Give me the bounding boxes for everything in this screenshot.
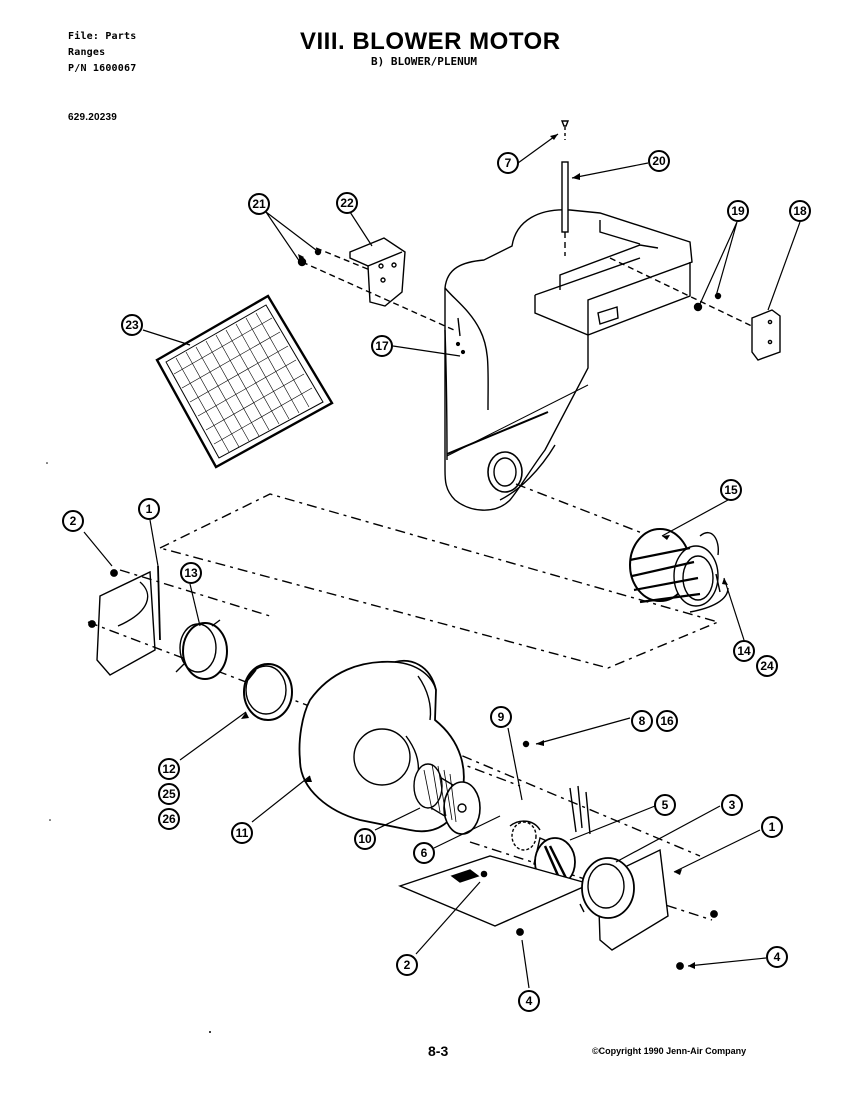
callout-15: 15	[720, 479, 742, 501]
leader-lines	[83, 133, 801, 989]
callout-10: 10	[354, 828, 376, 850]
callout-4-right: 4	[518, 990, 540, 1012]
callout-6: 6	[413, 842, 435, 864]
callout-19: 19	[727, 200, 749, 222]
category-line: Ranges	[68, 47, 106, 58]
right-end-bracket	[516, 848, 718, 970]
file-line: File: Parts	[68, 31, 137, 42]
blower-wheel	[413, 763, 481, 835]
side-bracket	[751, 309, 781, 361]
left-end-bracket	[88, 565, 161, 676]
callout-17: 17	[371, 335, 393, 357]
callout-20: 20	[648, 150, 670, 172]
callout-7: 7	[497, 152, 519, 174]
callout-16: 16	[656, 710, 678, 732]
callout-24: 24	[756, 655, 778, 677]
part-number-line: P/N 1600067	[68, 63, 137, 74]
mounting-bracket	[349, 237, 406, 307]
callout-2-right: 4	[766, 946, 788, 968]
callout-25: 25	[158, 783, 180, 805]
callout-1-left: 1	[138, 498, 160, 520]
collar-ring	[175, 619, 228, 680]
callout-4-left: 2	[396, 954, 418, 976]
callout-18: 18	[789, 200, 811, 222]
page-number: 8-3	[428, 1043, 449, 1059]
callout-14: 14	[733, 640, 755, 662]
callout-21: 21	[248, 193, 270, 215]
callout-11: 11	[231, 822, 253, 844]
callout-23: 23	[121, 314, 143, 336]
page-title: VIII. BLOWER MOTOR	[300, 28, 561, 55]
copyright-notice: ©Copyright 1990 Jenn-Air Company	[592, 1046, 747, 1056]
callout-8: 8	[631, 710, 653, 732]
callout-5: 5	[654, 794, 676, 816]
damper-assembly	[629, 528, 729, 613]
clamp-band	[243, 663, 293, 721]
callout-2-left: 2	[62, 510, 84, 532]
callout-3: 3	[721, 794, 743, 816]
callout-12: 12	[158, 758, 180, 780]
plenum-housing	[444, 209, 693, 511]
callout-13: 13	[180, 562, 202, 584]
callout-26: 26	[158, 808, 180, 830]
screw-and-rod	[560, 120, 570, 256]
callout-22: 22	[336, 192, 358, 214]
screw-lines	[301, 247, 761, 331]
callout-9: 9	[490, 706, 512, 728]
callout-1-right: 1	[761, 816, 783, 838]
page-subtitle: B) BLOWER/PLENUM	[371, 55, 477, 68]
grease-filter	[155, 294, 334, 469]
model-number: 629.20239	[68, 112, 118, 123]
